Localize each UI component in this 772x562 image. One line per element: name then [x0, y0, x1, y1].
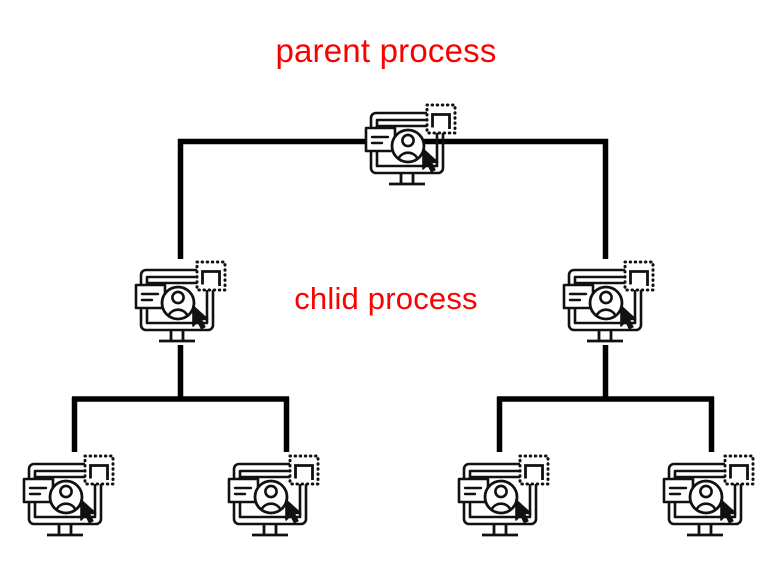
corner-bracket-icon — [201, 270, 221, 286]
document-window — [662, 477, 695, 504]
avatar-head — [599, 290, 613, 305]
computer-user-screen-share-icon — [227, 454, 320, 537]
avatar-shoulders — [55, 502, 77, 511]
avatar-shoulders — [167, 308, 189, 317]
corner-bracket-icon — [629, 270, 649, 286]
document-window — [457, 477, 490, 504]
process-node-leaf-4[interactable] — [658, 452, 758, 544]
corner-bracket-icon — [524, 464, 544, 480]
corner-bracket-icon — [89, 464, 109, 480]
document-window — [364, 126, 397, 153]
child-process-label: chlid process — [294, 281, 478, 316]
avatar-head — [494, 484, 508, 499]
avatar-head — [401, 133, 415, 148]
cursor-arrow-icon — [422, 148, 439, 173]
computer-user-screen-share-icon — [22, 454, 115, 537]
computer-user-screen-share-icon — [562, 260, 655, 343]
corner-bracket-icon — [729, 464, 749, 480]
avatar-head — [171, 290, 185, 305]
document-window — [134, 283, 167, 310]
avatar-head — [699, 484, 713, 499]
cursor-arrow-icon — [515, 499, 532, 524]
cursor-arrow-icon — [192, 305, 209, 330]
corner-bracket-icon — [294, 464, 314, 480]
computer-user-screen-share-icon — [134, 260, 227, 343]
process-node-root[interactable] — [360, 101, 460, 193]
cursor-arrow-icon — [720, 499, 737, 524]
avatar-shoulders — [490, 502, 512, 511]
parent-process-label: parent process — [275, 32, 497, 69]
document-window — [22, 477, 55, 504]
process-node-leaf-1[interactable] — [18, 452, 118, 544]
computer-user-screen-share-icon — [662, 454, 755, 537]
computer-user-screen-share-icon — [457, 454, 550, 537]
process-node-mid-1[interactable] — [130, 258, 230, 350]
cursor-arrow-icon — [620, 305, 637, 330]
avatar-head — [59, 484, 73, 499]
avatar-shoulders — [695, 502, 717, 511]
document-window — [227, 477, 260, 504]
computer-user-screen-share-icon — [364, 103, 457, 186]
avatar-shoulders — [260, 502, 282, 511]
cursor-arrow-icon — [80, 499, 97, 524]
process-node-leaf-3[interactable] — [453, 452, 553, 544]
avatar-head — [264, 484, 278, 499]
process-node-mid-2[interactable] — [558, 258, 658, 350]
cursor-arrow-icon — [285, 499, 302, 524]
avatar-shoulders — [595, 308, 617, 317]
document-window — [562, 283, 595, 310]
process-node-leaf-2[interactable] — [223, 452, 323, 544]
corner-bracket-icon — [431, 113, 451, 129]
avatar-shoulders — [397, 151, 419, 160]
